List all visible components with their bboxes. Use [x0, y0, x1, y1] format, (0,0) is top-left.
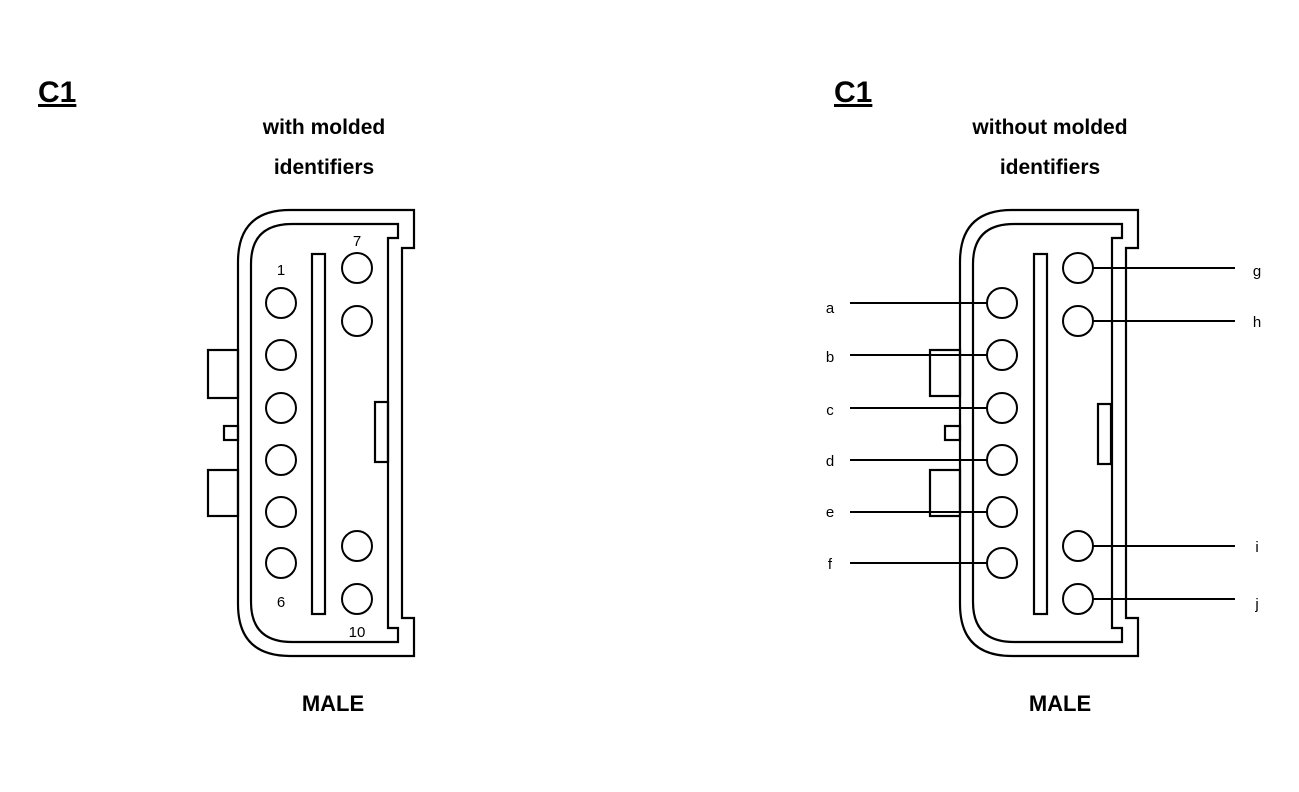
pin-cavity-b [986, 339, 1018, 371]
pin-label-j: j [1254, 596, 1258, 613]
pin-label-b: b [826, 349, 834, 366]
pin-cavity-a [986, 287, 1018, 319]
pin-label-e: e [826, 504, 834, 521]
connector-title: C1 [834, 76, 872, 109]
connector-left: C1 with molded identifiers 1 6 7 10 MALE [38, 76, 416, 716]
pin-cavity-2 [265, 339, 297, 371]
pin-label-g: g [1253, 263, 1261, 280]
side-rib [1096, 402, 1113, 466]
connector-subtitle-line2: identifiers [1000, 156, 1100, 179]
pin-number-6: 6 [277, 594, 285, 611]
pin-label-a: a [826, 300, 835, 317]
connector-subtitle-line2: identifiers [274, 156, 374, 179]
connector-housing-outer [958, 208, 1140, 658]
connector-housing-inner [249, 222, 400, 644]
connector-gender: MALE [302, 691, 364, 716]
pin-cavity-5 [265, 496, 297, 528]
pin-cavity-g [1062, 252, 1094, 284]
pin-label-f: f [828, 556, 833, 573]
connector-title: C1 [38, 76, 76, 109]
latch-upper [206, 348, 240, 400]
latch-lower [206, 468, 240, 518]
pin-cavity-h [1062, 305, 1094, 337]
pin-number-1: 1 [277, 262, 285, 279]
pin-cavity-1 [265, 287, 297, 319]
pin-cavity-d [986, 444, 1018, 476]
separator-bar [1032, 252, 1049, 616]
pin-number-10: 10 [349, 624, 366, 641]
pin-label-h: h [1253, 314, 1261, 331]
pin-cavity-7 [341, 252, 373, 284]
pin-cavity-j [1062, 583, 1094, 615]
pin-cavity-8 [341, 305, 373, 337]
pin-cavity-3 [265, 392, 297, 424]
connector-subtitle-line1: without molded [971, 116, 1127, 139]
latch-key [943, 424, 962, 442]
pin-label-c: c [826, 402, 834, 419]
connector-gender: MALE [1029, 691, 1091, 716]
latch-lower [928, 468, 962, 518]
connector-right: C1 without molded identifiers [826, 76, 1261, 716]
pin-label-d: d [826, 453, 834, 470]
pin-cavity-f [986, 547, 1018, 579]
latch-upper [928, 348, 962, 398]
connector-housing-inner [971, 222, 1124, 644]
connector-subtitle-line1: with molded [262, 116, 386, 139]
pin-cavity-i [1062, 530, 1094, 562]
pin-cavity-e [986, 496, 1018, 528]
pin-cavity-c [986, 392, 1018, 424]
pin-cavity-6 [265, 547, 297, 579]
separator-bar [310, 252, 327, 616]
pin-label-i: i [1255, 539, 1258, 556]
connector-housing-outer [236, 208, 416, 658]
pin-cavity-9 [341, 530, 373, 562]
pin-cavity-4 [265, 444, 297, 476]
side-rib [373, 400, 390, 464]
pin-cavity-10 [341, 583, 373, 615]
latch-key [222, 424, 240, 442]
pin-number-7: 7 [353, 233, 361, 250]
